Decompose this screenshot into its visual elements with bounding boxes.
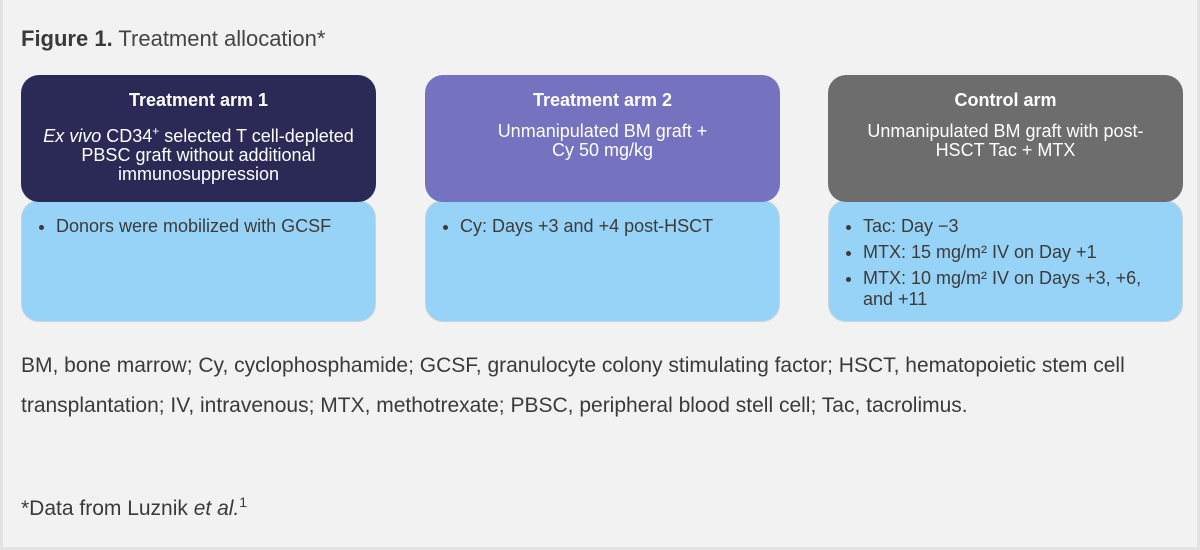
control-arm-description: Unmanipulated BM graft with post-HSCT Ta…	[867, 121, 1144, 160]
treatment-arm-2-title: Treatment arm 2	[532, 90, 673, 110]
control-arm-header: Control arm Unmanipulated BM graft with …	[828, 75, 1183, 202]
control-arm: Control arm Unmanipulated BM graft with …	[828, 75, 1183, 322]
list-item: Cy: Days +3 and +4 post-HSCT	[460, 216, 765, 237]
cd34-text: CD34	[101, 126, 153, 146]
bullet-list: Tac: Day −3 MTX: 15 mg/m² IV on Day +1 M…	[843, 216, 1168, 310]
source-text: *Data from Luznik	[21, 497, 194, 520]
treatment-arm-2-details: Cy: Days +3 and +4 post-HSCT	[425, 200, 780, 322]
source-footnote: *Data from Luznik et al.1	[21, 494, 247, 521]
list-item: MTX: 15 mg/m² IV on Day +1	[863, 242, 1168, 263]
treatment-arm-1-title: Treatment arm 1	[128, 90, 269, 110]
ex-vivo-text: Ex vivo	[43, 126, 102, 146]
cd34-superscript: +	[152, 124, 160, 138]
reference-number: 1	[239, 494, 248, 510]
treatment-arm-2-description: Unmanipulated BM graft + Cy 50 mg/kg	[497, 121, 708, 160]
figure-label: Figure 1.	[21, 26, 113, 51]
treatment-arm-2: Treatment arm 2 Unmanipulated BM graft +…	[425, 75, 780, 322]
list-item: Donors were mobilized with GCSF	[56, 216, 361, 237]
treatment-arm-1: Treatment arm 1 Ex vivo CD34+ selected T…	[21, 75, 376, 322]
abbreviations-footnote: BM, bone marrow; Cy, cyclophosphamide; G…	[21, 354, 1125, 417]
graft-text: selected T cell-depleted PBSC graft with…	[81, 126, 354, 184]
treatment-arm-1-header: Treatment arm 1 Ex vivo CD34+ selected T…	[21, 75, 376, 202]
control-arm-title: Control arm	[954, 90, 1057, 110]
bullet-list: Cy: Days +3 and +4 post-HSCT	[440, 216, 765, 237]
treatment-arm-1-description: Ex vivo CD34+ selected T cell-depleted P…	[21, 122, 376, 184]
et-al-text: et al.	[193, 497, 240, 520]
treatment-arm-2-header: Treatment arm 2 Unmanipulated BM graft +…	[425, 75, 780, 202]
list-item: Tac: Day −3	[863, 216, 1168, 237]
list-item: MTX: 10 mg/m² IV on Days +3, +6, and +11	[863, 268, 1168, 310]
figure-title: Treatment allocation*	[112, 26, 326, 51]
control-arm-details: Tac: Day −3 MTX: 15 mg/m² IV on Day +1 M…	[828, 200, 1183, 322]
bullet-list: Donors were mobilized with GCSF	[36, 216, 361, 237]
figure-caption: Figure 1. Treatment allocation*	[21, 26, 325, 52]
treatment-arm-1-details: Donors were mobilized with GCSF	[21, 200, 376, 322]
